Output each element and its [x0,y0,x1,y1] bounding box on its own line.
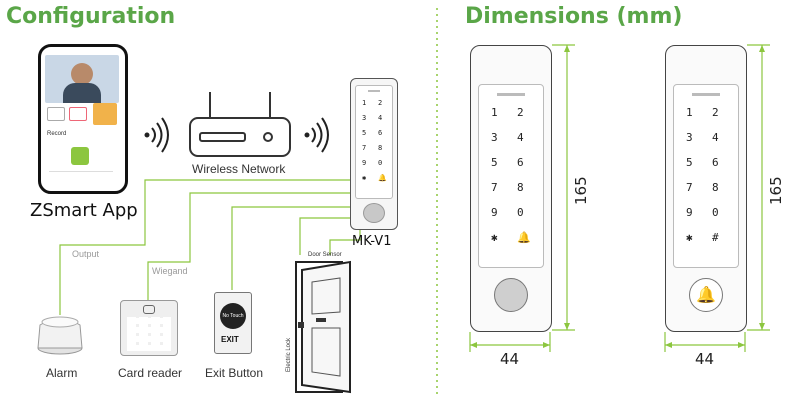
card-reader-keypad [127,317,171,351]
keypad-key[interactable]: 6 [517,156,524,169]
keypad-key[interactable]: 5 [491,156,498,169]
keypad-key[interactable]: 0 [378,159,383,167]
keypad-key[interactable]: 2 [378,99,383,107]
record-label: Record [47,131,67,137]
indicator-light [368,90,380,92]
keypad-key[interactable]: # [712,231,719,244]
keypad-key[interactable]: 9 [491,206,498,219]
height-dimension-right: 165 [767,176,785,205]
network-label: Wireless Network [192,162,286,176]
width-dimension-right: 44 [695,350,715,368]
indicator-light-right [692,93,720,96]
keypad-key[interactable]: ✱ [491,231,498,244]
keypad-key[interactable]: 5 [362,129,367,137]
wiegand-label: Wiegand [152,266,188,276]
fingerprint-sensor-icon [494,278,528,312]
app-nav-bar[interactable] [49,171,113,178]
output-label: Output [72,249,100,259]
keypad-key[interactable]: 2 [517,106,524,119]
keypad-key[interactable]: 2 [712,106,719,119]
keypad-key[interactable]: 1 [491,106,498,119]
card-reader-logo-icon [143,305,155,314]
video-icon[interactable] [69,107,87,121]
phone-device: Record [38,44,128,194]
keypad-panel: 1 3 5 7 9 ✱ 2 4 6 8 0 🔔 [355,85,393,199]
unlock-icon[interactable] [93,103,117,125]
keypad-key[interactable]: 3 [491,131,498,144]
camera-icon[interactable] [47,107,65,121]
exit-button-device: No Touch EXIT [214,292,252,354]
width-dimension-left: 44 [500,350,520,368]
keypad-panel-left: 1 3 5 7 9 ✱ 2 4 6 8 0 🔔 [478,84,544,268]
mk-v1-device: 1 3 5 7 9 ✱ 2 4 6 8 0 🔔 [350,78,398,230]
card-reader-device [120,300,178,356]
configuration-title: Configuration [6,4,176,29]
alarm-label: Alarm [46,366,78,380]
keypad-key[interactable]: 7 [491,181,498,194]
keypad-key[interactable]: 1 [362,99,367,107]
keypad-key[interactable]: ✱ [362,174,367,182]
keypad-key[interactable]: 3 [362,114,367,122]
doorbell-button-icon: 🔔 [689,278,723,312]
dimensions-title: Dimensions (mm) [465,4,683,29]
keypad-unit-left: 1 3 5 7 9 ✱ 2 4 6 8 0 🔔 [470,45,552,332]
indicator-light-left [497,93,525,96]
no-touch-text: No Touch [222,313,244,319]
device-name-label: MK-V1 [352,234,392,249]
keypad-key[interactable]: 5 [686,156,693,169]
person-face [71,63,93,85]
card-reader-label: Card reader [118,366,183,380]
keypad-key[interactable]: 🔔 [378,174,387,182]
app-logo-icon [71,147,89,165]
app-name-label: ZSmart App [30,200,138,221]
keypad-key[interactable]: 4 [517,131,524,144]
keypad-unit-right: 1 3 5 7 9 ✱ 2 4 6 8 0 # 🔔 [665,45,747,332]
keypad-panel-right: 1 3 5 7 9 ✱ 2 4 6 8 0 # [673,84,739,268]
height-dimension-left: 165 [572,176,590,205]
keypad-key[interactable]: 3 [686,131,693,144]
keypad-key[interactable]: 9 [686,206,693,219]
fingerprint-sensor-icon [363,203,385,223]
keypad-key[interactable]: 7 [686,181,693,194]
keypad-key[interactable]: 1 [686,106,693,119]
exit-text: EXIT [221,335,239,344]
keypad-key[interactable]: 9 [362,159,367,167]
person-body [63,83,101,103]
keypad-key[interactable]: 8 [378,144,383,152]
door-sensor-label: Door Sensor [308,252,342,258]
no-touch-icon: No Touch [220,303,246,329]
keypad-key[interactable]: 6 [712,156,719,169]
exit-button-label: Exit Button [205,366,264,380]
keypad-key[interactable]: 8 [517,181,524,194]
keypad-key[interactable]: 🔔 [517,231,531,244]
keypad-key[interactable]: 0 [517,206,524,219]
keypad-key[interactable]: 4 [712,131,719,144]
keypad-key[interactable]: 7 [362,144,367,152]
keypad-key[interactable]: 8 [712,181,719,194]
keypad-key[interactable]: ✱ [686,231,693,244]
keypad-key[interactable]: 0 [712,206,719,219]
video-call-preview [45,55,119,103]
keypad-key[interactable]: 4 [378,114,383,122]
keypad-key[interactable]: 6 [378,129,383,137]
